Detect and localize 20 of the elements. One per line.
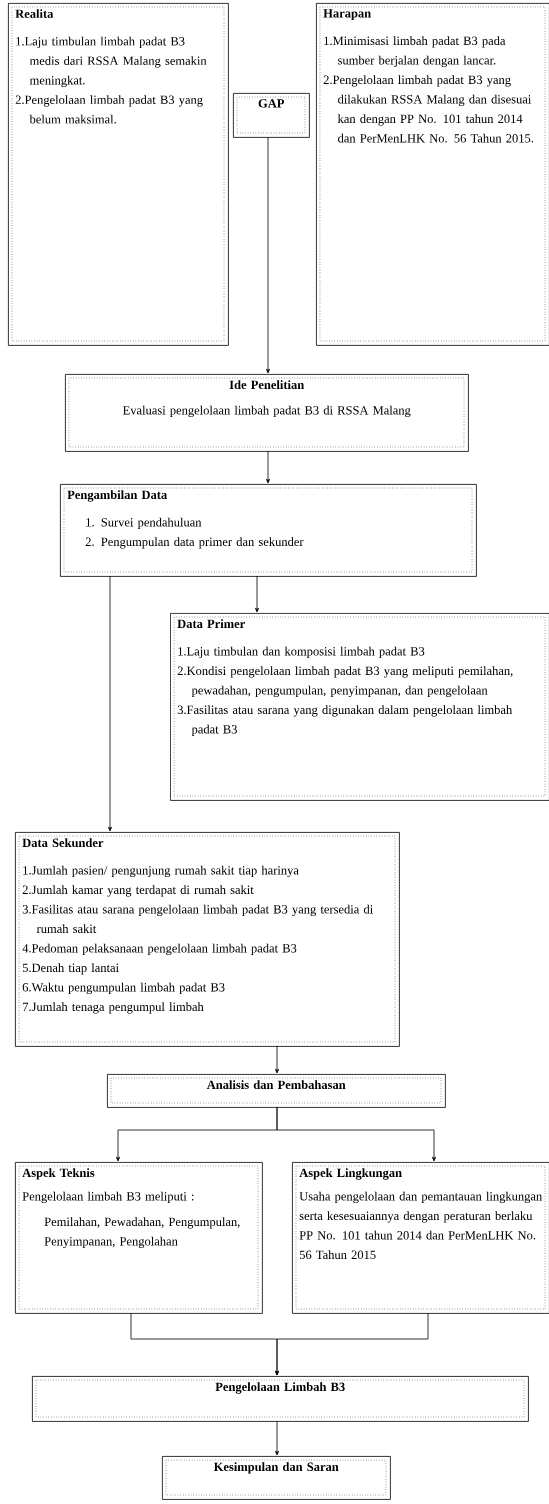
process-box: Pengelolaan Limbah B3 <box>32 1376 529 1422</box>
process-box: Aspek Teknis Pengelolaan limbah B3 meliputi : Pemilahan, Pewadahan, Pengumpulan, Penyimpanan, Pengolahan <box>15 1162 263 1314</box>
process-box: Data Sekunder 1.Jumlah pasien/ pengunjung rumah sakit tiap harinya 2.Jumlah kamar yang terdapat di rumah sakit 3.Fasilitas atau sarana pengelolaan limbah padat B3 yang tersedia di rumah sakit 4.Pedoman pelaksanaan pengelolaan limbah padat B3 5.Denah tiap lantai 6.Waktu pengumpulan limbah padat B3 7.Jumlah tenaga pengumpul limbah <box>15 832 400 1047</box>
arrow <box>255 575 259 613</box>
process-box: Analisis dan Pembahasan <box>107 1074 446 1108</box>
arrow <box>266 136 270 374</box>
process-box: GAP <box>233 93 310 138</box>
arrow <box>275 1312 429 1376</box>
process-box: Pengambilan Data 1. Survei pendahuluan 2. Pengumpulan data primer dan sekunder <box>60 484 477 577</box>
arrow <box>275 1420 279 1456</box>
process-box: Data Primer 1.Laju timbulan dan komposisi limbah padat B3 2.Kondisi pengelolaan limbah padat B3 yang meliputi pemilahan, pewadahan, pengumpulan, penyimpanan, dan pengelolaan 3.Fasilitas atau sarana yang digunakan dalam pengelolaan limbah padat B3 <box>170 613 549 801</box>
process-box: Realita 1.Laju timbulan limbah padat B3 medis dari RSSA Malang semakin meningkat. 2.Pengelolaan limbah padat B3 yang belum maksimal. <box>8 3 229 346</box>
arrow <box>275 1045 279 1074</box>
arrow <box>276 1106 436 1162</box>
process-box: Kesimpulan dan Saran <box>162 1456 391 1500</box>
process-box: Harapan 1.Minimisasi limbah padat B3 pada sumber berjalan dengan lancar. 2.Pengelolaan limbah padat B3 yang dilakukan RSSA Malang dan disesuai kan dengan PP No. 101 tahun 2014 dan PerMenLHK No. 56 Tahun 2015. <box>316 3 549 346</box>
process-box: Ide Penelitian Evaluasi pengelolaan limbah padat B3 di RSSA Malang <box>65 374 469 452</box>
process-box: Aspek Lingkungan Usaha pengelolaan dan pemantauan lingkungan serta kesesuaiannya dengan peraturan berlaku PP No. 101 tahun 2014 dan PerMenLHK No. 56 Tahun 2015 <box>292 1162 549 1314</box>
arrow <box>108 575 112 832</box>
arrow <box>266 450 270 484</box>
